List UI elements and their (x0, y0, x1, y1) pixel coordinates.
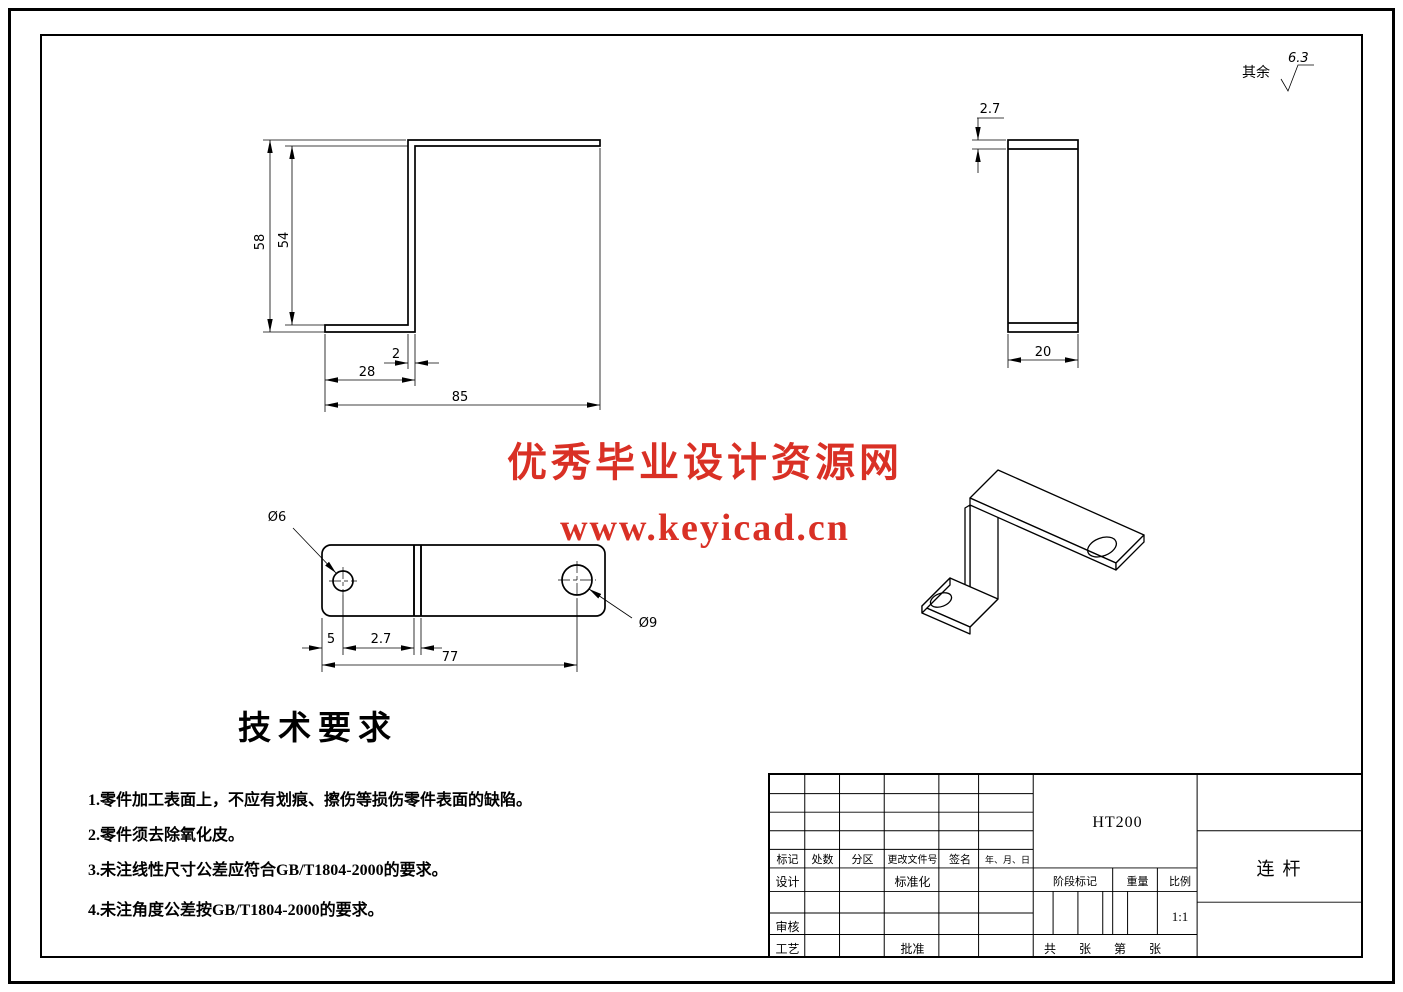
dim-85: 85 (452, 390, 469, 405)
side-view: 2.7 20 (972, 102, 1079, 368)
title-block: 标记 处数 分区 更改文件号 签名 年、月、日 设计 标准化 审核 工艺 批准 … (768, 773, 1363, 958)
tb-sheet-zhang2: 张 (1148, 942, 1161, 956)
tb-label-scale: 比例 (1169, 875, 1191, 888)
outer-border (8, 8, 1395, 984)
dim-2-7-side: 2.7 (980, 102, 1001, 117)
tb-label-design: 设计 (775, 875, 800, 889)
dim-5: 5 (327, 632, 335, 647)
tb-label-check: 审核 (775, 920, 800, 934)
dim-28: 28 (359, 365, 376, 380)
inner-frame (40, 34, 1363, 958)
tb-sheet-zhang1: 张 (1078, 942, 1091, 956)
dim-58: 58 (253, 234, 268, 251)
tb-label-change-doc: 更改文件号 (887, 854, 938, 866)
tb-label-mark: 标记 (776, 854, 799, 866)
isometric-view (921, 469, 1145, 635)
tech-requirements-title: 技术要求 (238, 711, 398, 747)
top-view-outline (321, 544, 606, 617)
dim-77: 77 (442, 650, 459, 665)
dim-hole-right: Ø9 (639, 616, 658, 631)
tb-material: HT200 (1092, 813, 1143, 831)
tb-part-name: 连杆 (1256, 858, 1309, 879)
tb-scale-value: 1:1 (1171, 908, 1189, 924)
tb-label-weight: 重量 (1126, 875, 1149, 888)
watermark-line1: 优秀毕业设计资源网 (507, 440, 903, 485)
tb-label-stage: 阶段标记 (1053, 875, 1097, 888)
watermark-line2: www.keyicad.cn (560, 507, 850, 549)
dim-2-7-top: 2.7 (371, 632, 392, 647)
dim-hole-left: Ø6 (268, 510, 287, 525)
dim-20: 20 (1035, 345, 1052, 360)
iso-hole-small (929, 592, 953, 608)
side-view-outline (1007, 139, 1079, 333)
dim-54: 54 (277, 232, 292, 249)
front-view: 58 54 2 28 85 (253, 139, 601, 412)
tb-label-zone: 分区 (851, 854, 874, 866)
tb-label-date: 年、月、日 (984, 855, 1030, 865)
tb-sheet-di: 第 (1113, 942, 1126, 956)
title-block-grid (770, 775, 1361, 956)
surface-finish-note: 其余 6.3 (1242, 51, 1314, 92)
tb-sheet-gong: 共 (1043, 942, 1056, 956)
finish-value: 6.3 (1288, 51, 1309, 66)
front-view-outline (324, 139, 601, 333)
top-view: Ø6 Ø9 5 2.7 77 (268, 510, 658, 672)
tech-requirement-1: 1.零件加工表面上，不应有划痕、擦伤等损伤零件表面的缺陷。 (88, 792, 533, 809)
tech-requirement-3: 3.未注线性尺寸公差应符合GB/T1804-2000的要求。 (88, 862, 448, 879)
tb-label-count: 处数 (811, 854, 834, 866)
dim-2: 2 (392, 347, 400, 362)
tb-label-process: 工艺 (775, 942, 800, 956)
tb-label-standardization: 标准化 (894, 875, 931, 889)
tech-requirement-2: 2.零件须去除氧化皮。 (88, 827, 245, 844)
tb-label-signature: 签名 (949, 854, 971, 866)
finish-prefix: 其余 (1242, 64, 1270, 81)
roughness-icon (1280, 64, 1314, 92)
tb-label-approve: 批准 (900, 942, 925, 956)
iso-hole-large (1086, 536, 1118, 558)
tech-requirement-4: 4.未注角度公差按GB/T1804-2000的要求。 (88, 902, 384, 919)
